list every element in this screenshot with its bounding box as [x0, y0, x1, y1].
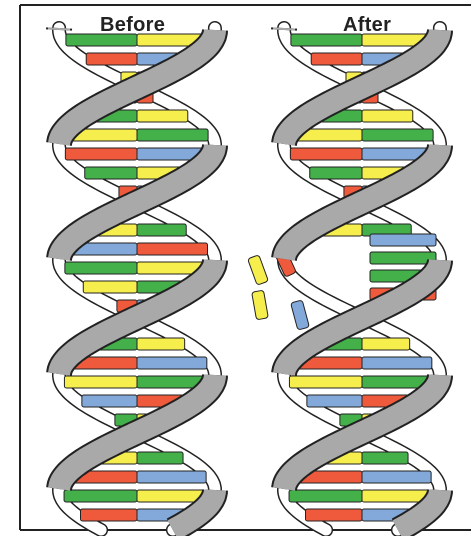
dna-helix-before — [59, 28, 215, 530]
base-right — [137, 452, 183, 464]
base-right — [137, 110, 188, 122]
base-left — [86, 53, 137, 65]
base-right — [362, 110, 413, 122]
base-right — [362, 338, 410, 350]
dna-helix-after — [248, 28, 440, 530]
base-left — [64, 490, 137, 502]
base-left — [290, 148, 362, 160]
base-left — [80, 509, 137, 521]
base-left — [289, 376, 362, 388]
base-left — [310, 167, 362, 179]
base-right — [362, 471, 431, 483]
base-right — [137, 357, 207, 369]
broken-base — [252, 290, 269, 320]
base-left — [85, 167, 137, 179]
base-right — [137, 338, 185, 350]
base-right — [362, 129, 433, 141]
base-left — [83, 281, 137, 293]
base-left — [82, 395, 137, 407]
base-left — [291, 34, 362, 46]
base-left — [307, 395, 362, 407]
base-right — [362, 452, 408, 464]
base-right-intact — [370, 234, 436, 246]
base-left — [65, 148, 137, 160]
base-left — [65, 262, 137, 274]
base-left — [311, 53, 362, 65]
broken-base — [291, 300, 310, 330]
base-right — [137, 129, 208, 141]
base-left — [64, 376, 137, 388]
strand-front-fill — [284, 30, 440, 144]
base-left — [289, 490, 362, 502]
base-left — [305, 509, 362, 521]
base-right-intact — [370, 252, 436, 264]
strand-front-fill — [59, 145, 215, 259]
base-right — [137, 224, 186, 236]
broken-base — [248, 255, 269, 285]
strand-front-fill — [59, 30, 215, 144]
base-right — [362, 357, 432, 369]
base-left — [66, 34, 137, 46]
base-right — [137, 243, 208, 255]
base-right — [137, 471, 206, 483]
